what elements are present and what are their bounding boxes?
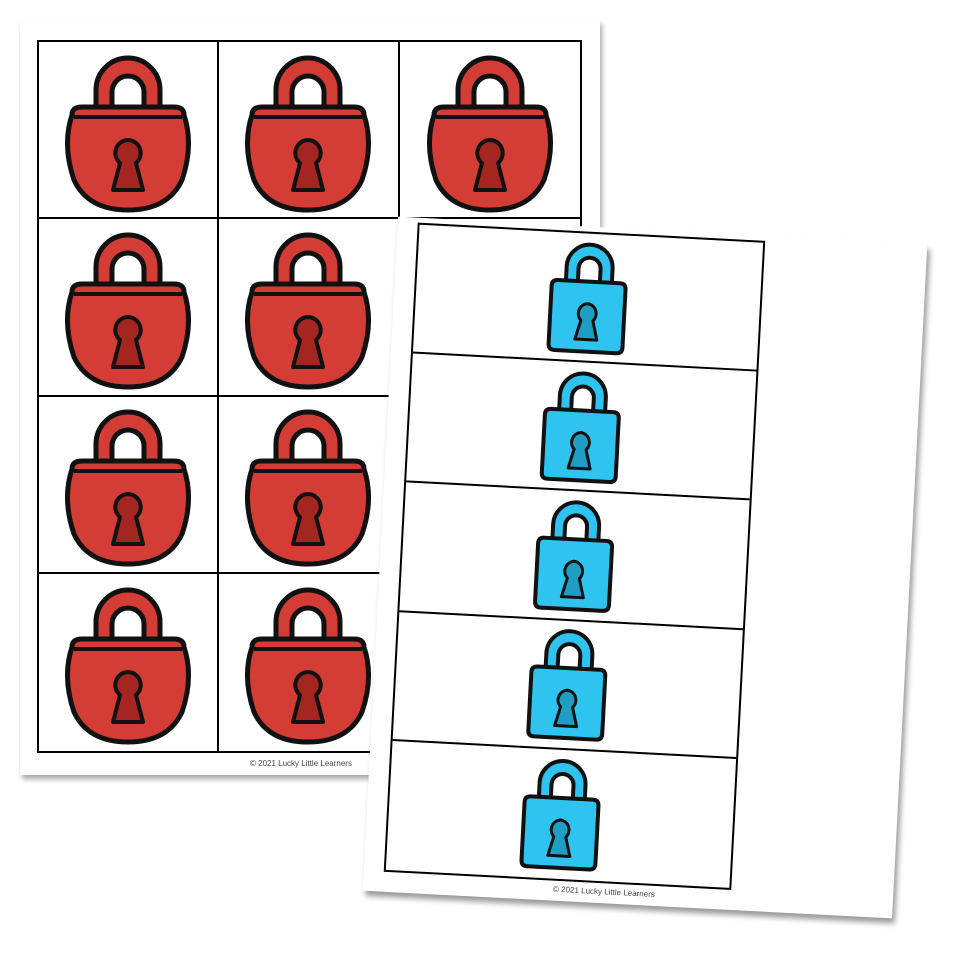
red-padlock-icon (58, 222, 198, 392)
copyright-text: © 2021 Lucky Little Learners (552, 884, 656, 899)
red-padlock-icon (238, 45, 378, 215)
card-cell (219, 42, 400, 220)
card-cell (39, 42, 220, 220)
red-padlock-icon (238, 222, 378, 392)
card-cell (39, 396, 220, 574)
lock-strip (406, 353, 757, 501)
card-cell (219, 396, 400, 574)
blue-padlock-icon (533, 364, 629, 489)
card-cell (39, 219, 220, 397)
lock-strip (412, 224, 764, 372)
blue-lock-strip-sheet: © 2021 Lucky Little Learners (362, 216, 928, 919)
card-cell (219, 219, 400, 397)
card-cell (399, 42, 580, 220)
lock-strip (399, 482, 750, 630)
red-padlock-icon (420, 45, 560, 215)
card-cell (39, 573, 220, 751)
blue-padlock-icon (540, 235, 636, 360)
red-padlock-icon (58, 45, 198, 215)
lock-strip (392, 611, 743, 759)
blue-padlock-icon (526, 493, 622, 618)
blue-padlock-icon (520, 622, 616, 747)
blue-padlock-icon (513, 752, 609, 877)
copyright-text: © 2021 Lucky Little Learners (250, 759, 352, 768)
blue-lock-strip-grid (383, 222, 766, 890)
red-padlock-icon (58, 399, 198, 569)
red-padlock-icon (238, 577, 378, 747)
red-padlock-icon (58, 577, 198, 747)
lock-strip (386, 741, 736, 888)
red-padlock-icon (238, 399, 378, 569)
